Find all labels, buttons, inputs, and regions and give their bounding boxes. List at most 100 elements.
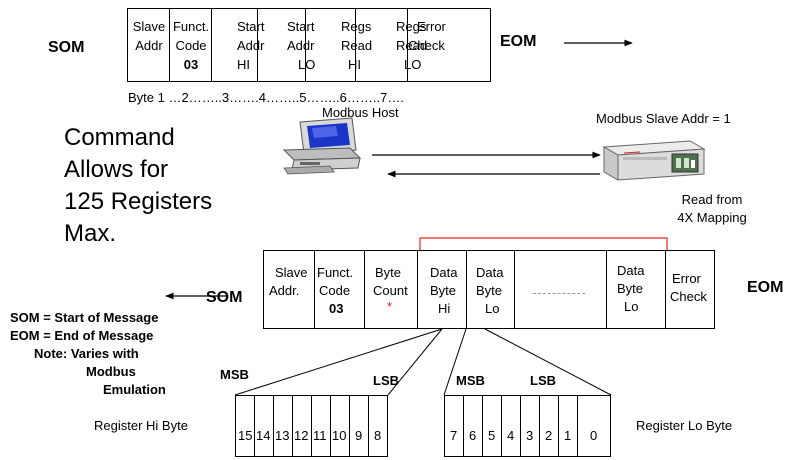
field-line-1: Slave bbox=[275, 265, 308, 280]
bit-number: 2 bbox=[545, 428, 553, 443]
field-line-1: Data bbox=[617, 263, 645, 278]
hi-msb-label: MSB bbox=[220, 367, 249, 382]
response-eom-label: EOM bbox=[747, 279, 784, 296]
command-line: Command bbox=[64, 124, 175, 151]
bit-cell bbox=[501, 395, 520, 457]
bit-cell bbox=[463, 395, 482, 457]
hi-lsb-label: LSB bbox=[373, 373, 399, 388]
field-line-2: Code bbox=[175, 38, 207, 53]
bit-number: 15 bbox=[238, 428, 253, 443]
lo-fan-right bbox=[484, 328, 612, 396]
field-line-2: Count bbox=[373, 283, 408, 298]
bit-number: 12 bbox=[294, 428, 309, 443]
field-line-3: HI bbox=[237, 57, 250, 72]
field-line-2: Code bbox=[319, 283, 351, 298]
field-line-1: Regs bbox=[341, 19, 372, 34]
request-field-regs-read-lo: Regs Read LO bbox=[355, 8, 427, 82]
bit-cell bbox=[273, 395, 292, 457]
bit-cell bbox=[349, 395, 368, 457]
lo-fan-left bbox=[443, 328, 467, 396]
response-field-funct-code: Funct. Code 03 bbox=[314, 250, 364, 329]
data-bytes-bracket bbox=[419, 237, 668, 250]
field-line-3: HI bbox=[348, 57, 361, 72]
response-som-label: SOM bbox=[206, 289, 243, 306]
legend-note-line-2: Modbus bbox=[86, 364, 136, 379]
byte-index-row: Byte 1 …2……..3…….4……..5……..6……..7…. bbox=[128, 90, 404, 105]
legend-eom: EOM = End of Message bbox=[10, 328, 154, 343]
field-line-3: Hi bbox=[438, 301, 451, 316]
lo-lsb-label: LSB bbox=[530, 373, 556, 388]
register-hi-label: Register Hi Byte bbox=[94, 418, 188, 433]
bit-cell bbox=[520, 395, 539, 457]
field-line-2: Byte bbox=[476, 283, 503, 298]
bit-cell bbox=[292, 395, 311, 457]
bit-cell bbox=[235, 395, 254, 457]
response-field-data-byte-lo: Data Byte Lo bbox=[466, 250, 514, 329]
response-field-byte-count: Byte Count * bbox=[364, 250, 417, 329]
bit-cell bbox=[444, 395, 463, 457]
field-line-1: Data bbox=[476, 265, 504, 280]
field-line-3: LO bbox=[298, 57, 316, 72]
bit-number: 13 bbox=[275, 428, 290, 443]
bit-number: 9 bbox=[355, 428, 363, 443]
field-line-3: 03 bbox=[329, 301, 344, 316]
response-field-error-check: Error Check bbox=[665, 250, 715, 329]
field-line-3: Lo bbox=[624, 299, 639, 314]
bit-number: 7 bbox=[450, 428, 458, 443]
bit-number: 1 bbox=[564, 428, 572, 443]
request-som-label: SOM bbox=[48, 39, 85, 56]
field-line-3: Lo bbox=[485, 301, 500, 316]
lo-msb-label: MSB bbox=[456, 373, 485, 388]
field-line-2: Check bbox=[670, 289, 707, 304]
field-line-1: Funct. bbox=[172, 19, 210, 34]
host-computer-icon bbox=[282, 117, 362, 175]
request-field-funct-code: Funct. Code 03 bbox=[169, 8, 211, 82]
legend-note-line-3: Emulation bbox=[103, 382, 166, 397]
field-line-1: Slave bbox=[132, 19, 166, 34]
field-line-3: 03 bbox=[183, 57, 199, 72]
bit-number: 11 bbox=[313, 428, 327, 443]
register-lo-label: Register Lo Byte bbox=[636, 418, 733, 433]
field-line-1: Start bbox=[287, 19, 315, 34]
request-field-error-check: Error Check bbox=[407, 8, 491, 82]
hi-fan-left bbox=[234, 328, 443, 396]
bit-cell bbox=[539, 395, 558, 457]
byte-count-asterisk: * bbox=[387, 299, 393, 314]
field-line-2: Addr bbox=[287, 38, 315, 53]
bit-cell bbox=[254, 395, 273, 457]
command-note: Command Allows for 125 Registers Max. bbox=[64, 122, 212, 250]
request-field-regs-read-hi: Regs Read HI bbox=[305, 8, 372, 82]
bit-number: 3 bbox=[526, 428, 534, 443]
response-field-data-byte-hi: Data Byte Hi bbox=[417, 250, 466, 329]
bit-cell bbox=[558, 395, 577, 457]
modbus-slave-label: Modbus Slave Addr = 1 bbox=[596, 111, 731, 126]
command-line: Allows for bbox=[64, 156, 169, 183]
command-line: 125 Registers bbox=[64, 188, 213, 215]
field-line-2: Check bbox=[408, 38, 445, 53]
bit-cell bbox=[330, 395, 349, 457]
field-line-1: Error bbox=[417, 19, 446, 34]
legend-note: Note: Varies with bbox=[34, 346, 139, 361]
hi-fan-right bbox=[387, 328, 443, 396]
request-eom-label: EOM bbox=[500, 33, 537, 50]
request-field-slave-addr: Slave Addr bbox=[127, 8, 169, 82]
bit-number: 8 bbox=[374, 428, 382, 443]
field-line-2: Byte bbox=[617, 281, 644, 296]
field-line-2: Addr. bbox=[269, 283, 300, 298]
bit-cell bbox=[482, 395, 501, 457]
field-line-1: Byte bbox=[375, 265, 402, 280]
field-line-3: LO bbox=[404, 57, 422, 72]
read-from-line-2: 4X Mapping bbox=[677, 210, 747, 225]
bit-number: 4 bbox=[507, 428, 515, 443]
legend-som: SOM = Start of Message bbox=[10, 310, 159, 325]
bit-cell bbox=[368, 395, 388, 457]
field-line-1: Funct. bbox=[317, 265, 354, 280]
bit-number: 0 bbox=[590, 428, 598, 443]
field-line-2: Byte bbox=[430, 283, 457, 298]
field-line-2: Read bbox=[396, 38, 428, 53]
bit-number: 10 bbox=[332, 428, 347, 443]
field-line-1: Error bbox=[672, 271, 701, 286]
request-field-start-addr-lo: Start Addr LO bbox=[257, 8, 315, 82]
read-from-line-1: Read from bbox=[681, 192, 743, 207]
